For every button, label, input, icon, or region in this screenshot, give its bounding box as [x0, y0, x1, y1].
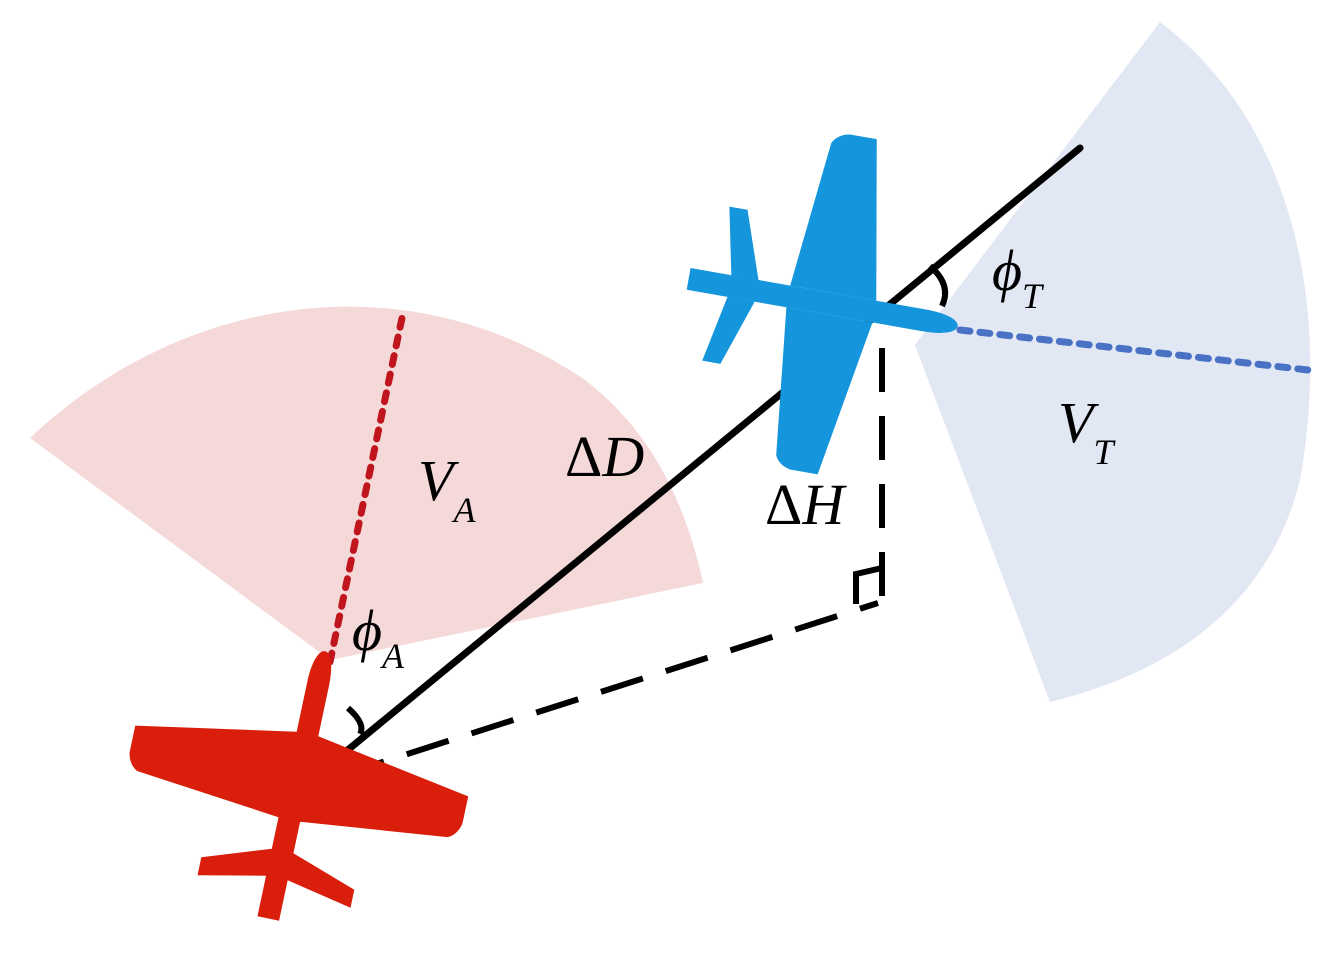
ground-projection-line — [341, 600, 879, 778]
target-angle-label: ϕT — [992, 238, 1045, 316]
attacker-heading-line — [326, 314, 406, 666]
airplane-icon — [101, 615, 492, 953]
distance-label: ΔD — [565, 424, 644, 489]
target-aircraft — [659, 111, 988, 494]
target-speed-label: VT — [1058, 390, 1116, 472]
height-label: ΔH — [765, 472, 847, 537]
target-heading-line — [956, 326, 1312, 374]
attacker-aircraft — [101, 615, 492, 953]
line-of-sight — [334, 144, 1084, 762]
target-angle-arc — [927, 263, 948, 308]
attacker-speed-label: VA — [418, 448, 476, 530]
target-view-sector — [915, 22, 1311, 702]
attacker-angle-label: ϕA — [352, 598, 405, 676]
airplane-icon — [659, 111, 988, 494]
right-angle-marker — [853, 565, 883, 604]
attacker-angle-arc — [345, 705, 365, 736]
